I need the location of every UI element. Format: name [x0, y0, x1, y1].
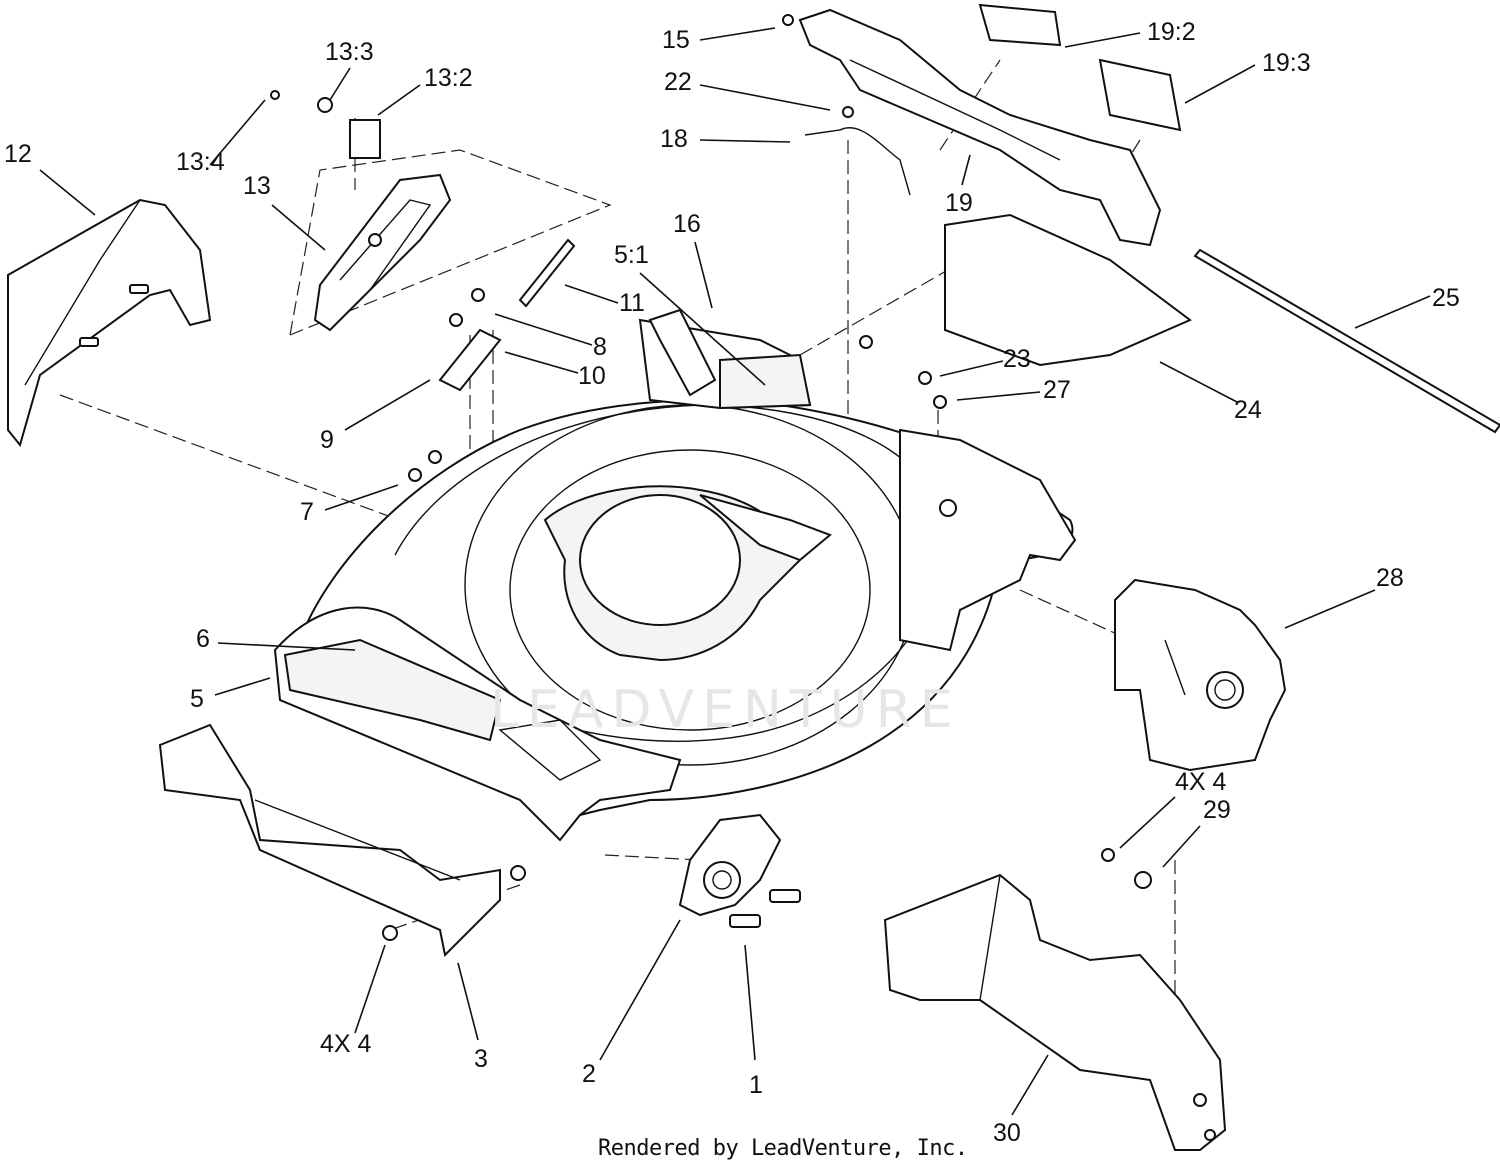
- callout-25: 25: [1432, 284, 1460, 312]
- callout-19-3: 19:3: [1262, 49, 1311, 77]
- front-bracket-parts-3-5: [158, 723, 526, 958]
- callout-7: 7: [300, 498, 314, 526]
- side-shield-part-30: [883, 848, 1227, 1151]
- callout-5: 5: [190, 685, 204, 713]
- callout-4x4-left: 4X 4: [320, 1030, 372, 1058]
- height-adjust-parts: [408, 238, 576, 482]
- latch-part-16: [648, 308, 717, 397]
- callout-11: 11: [619, 289, 645, 317]
- callout-1: 1: [749, 1071, 763, 1099]
- callout-13: 13: [243, 172, 271, 200]
- callout-28: 28: [1376, 564, 1404, 592]
- callout-30: 30: [993, 1119, 1021, 1147]
- cover-part-24: [944, 213, 1192, 367]
- leader-lines: [39, 27, 1431, 1116]
- mower-deck-part-6: [273, 318, 1077, 842]
- callout-16: 16: [673, 210, 701, 238]
- callout-6: 6: [196, 625, 210, 653]
- bolts-23-27: [859, 335, 947, 409]
- callout-5-1: 5:1: [614, 241, 649, 269]
- callout-23: 23: [1003, 345, 1031, 373]
- callout-19-2: 19:2: [1147, 18, 1196, 46]
- callout-8: 8: [593, 333, 607, 361]
- callout-24: 24: [1234, 396, 1262, 424]
- callout-13-2: 13:2: [424, 64, 473, 92]
- callout-12: 12: [4, 140, 32, 168]
- callout-18: 18: [660, 125, 688, 153]
- wheel-plate-part-2: [678, 813, 801, 928]
- callout-15: 15: [662, 26, 690, 54]
- callout-9: 9: [320, 426, 334, 454]
- rear-plate-part-28: [1114, 578, 1287, 772]
- handle-part-19: [782, 3, 1182, 247]
- render-credit: Rendered by LeadVenture, Inc.: [598, 1136, 968, 1161]
- watermark: LEADVENTURE: [490, 680, 961, 740]
- callout-3: 3: [474, 1045, 488, 1073]
- callout-29: 29: [1203, 796, 1231, 824]
- callout-4x4-right: 4X 4: [1175, 768, 1227, 796]
- callout-19: 19: [945, 189, 973, 217]
- callout-27: 27: [1043, 376, 1071, 404]
- callout-13-3: 13:3: [325, 38, 374, 66]
- callout-2: 2: [582, 1060, 596, 1088]
- callout-10: 10: [578, 362, 606, 390]
- rod-part-25: [1193, 248, 1500, 434]
- callout-13-4: 13:4: [176, 148, 225, 176]
- callout-22: 22: [664, 68, 692, 96]
- rear-shield-part-12: [7, 198, 212, 448]
- handle-bracket-part-13: [270, 90, 452, 332]
